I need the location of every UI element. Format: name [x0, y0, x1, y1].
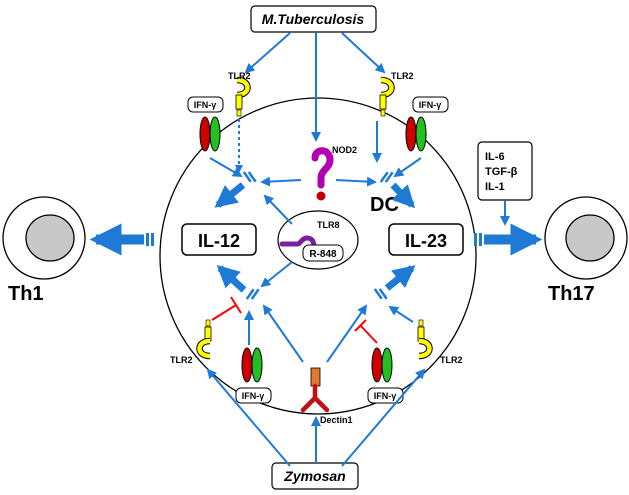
ifng-receptor-bottom-right: IFN-γ	[367, 347, 404, 404]
cytokine-il6: IL-6	[485, 151, 505, 163]
arrow-nod2-right	[335, 176, 377, 187]
tlr2-label-br: TLR2	[440, 355, 463, 365]
arrow-mtb-tlr2-left	[244, 32, 291, 74]
dectin1-label: Dectin1	[320, 415, 353, 425]
dectin1-receptor: Dectin1	[300, 367, 353, 425]
ifng-receptor-top-right: IFN-γ	[405, 96, 449, 152]
dendritic-cell-membrane	[159, 97, 477, 415]
ifng-receptor-bottom-left: IFN-γ	[235, 347, 272, 404]
nod2-receptor: NOD2	[311, 145, 357, 201]
block-arrow-bottom-left	[216, 264, 260, 300]
tlr2-top-left: TLR2	[228, 71, 251, 117]
tlr2-bottom-right: TLR2	[417, 319, 463, 365]
tlr2-tl-dotted-head	[235, 165, 243, 173]
arrow-zym-tlr2-left	[206, 368, 291, 467]
il23-label: IL-23	[405, 231, 447, 251]
nod2-label: NOD2	[332, 145, 357, 155]
arrow-il12-to-th1	[89, 223, 154, 256]
dc-label: DC	[370, 194, 399, 216]
tlr8-label: TLR8	[317, 220, 340, 230]
inhibition-left	[211, 296, 242, 321]
il12-label: IL-12	[198, 231, 240, 251]
ifng-label-tr: IFN-γ	[419, 100, 442, 110]
ifng-label-br: IFN-γ	[374, 391, 397, 401]
zymosan-arrows	[206, 368, 426, 467]
th17-label: Th17	[548, 283, 595, 305]
il23-box: IL-23	[388, 223, 464, 256]
il12-box: IL-12	[181, 223, 257, 256]
tlr2-label-bl: TLR2	[170, 355, 193, 365]
ifng-receptor-top-left: IFN-γ	[187, 96, 224, 152]
block-arrow-top-left	[214, 171, 257, 208]
ifng-label-tl: IFN-γ	[194, 100, 217, 110]
inhibition-right	[354, 319, 378, 344]
tlr8-receptor	[279, 235, 317, 252]
internal-arrows	[209, 121, 422, 363]
tlr2-label-tr: TLR2	[391, 71, 414, 81]
arrow-dectin-right	[326, 304, 368, 363]
block-arrow-bottom-right	[373, 265, 416, 300]
arrow-zym-tlr2-right	[341, 368, 426, 467]
arrow-il23-to-th17	[474, 223, 543, 256]
arrow-tlr8-down	[260, 261, 293, 288]
arrow-nod2-left	[260, 176, 302, 187]
cytokine-box: IL-6 TGF-β IL-1	[477, 141, 533, 201]
tlr8-endosome: TLR8 R-848	[277, 210, 359, 270]
r848-label: R-848	[309, 249, 337, 260]
arrow-tlr8-up	[263, 194, 293, 225]
cytokine-tgfb: TGF-β	[485, 166, 518, 178]
tlr2-top-right: TLR2	[379, 71, 414, 117]
arrow-ifng-tr	[393, 157, 422, 178]
th1-label: Th1	[8, 283, 44, 305]
mtb-box: M.Tuberculosis	[250, 5, 377, 33]
cytokine-il1: IL-1	[485, 181, 505, 193]
block-arrow-top-right	[379, 171, 416, 209]
th1-cell	[2, 196, 86, 280]
arrow-ifng-tl	[209, 157, 243, 178]
zymosan-box: Zymosan	[271, 462, 359, 490]
mtb-arrows	[244, 32, 386, 142]
arrow-dectin-left	[262, 304, 304, 363]
mtb-label: M.Tuberculosis	[262, 11, 365, 27]
arrow-mtb-tlr2-right	[341, 32, 386, 74]
tlr2-bottom-left: TLR2	[170, 319, 212, 365]
tlr2-label-tl: TLR2	[228, 71, 251, 81]
th17-cell	[544, 196, 628, 280]
ifng-label-bl: IFN-γ	[242, 391, 265, 401]
zymosan-label: Zymosan	[283, 468, 345, 484]
arrow-tlr2-br	[388, 305, 414, 323]
